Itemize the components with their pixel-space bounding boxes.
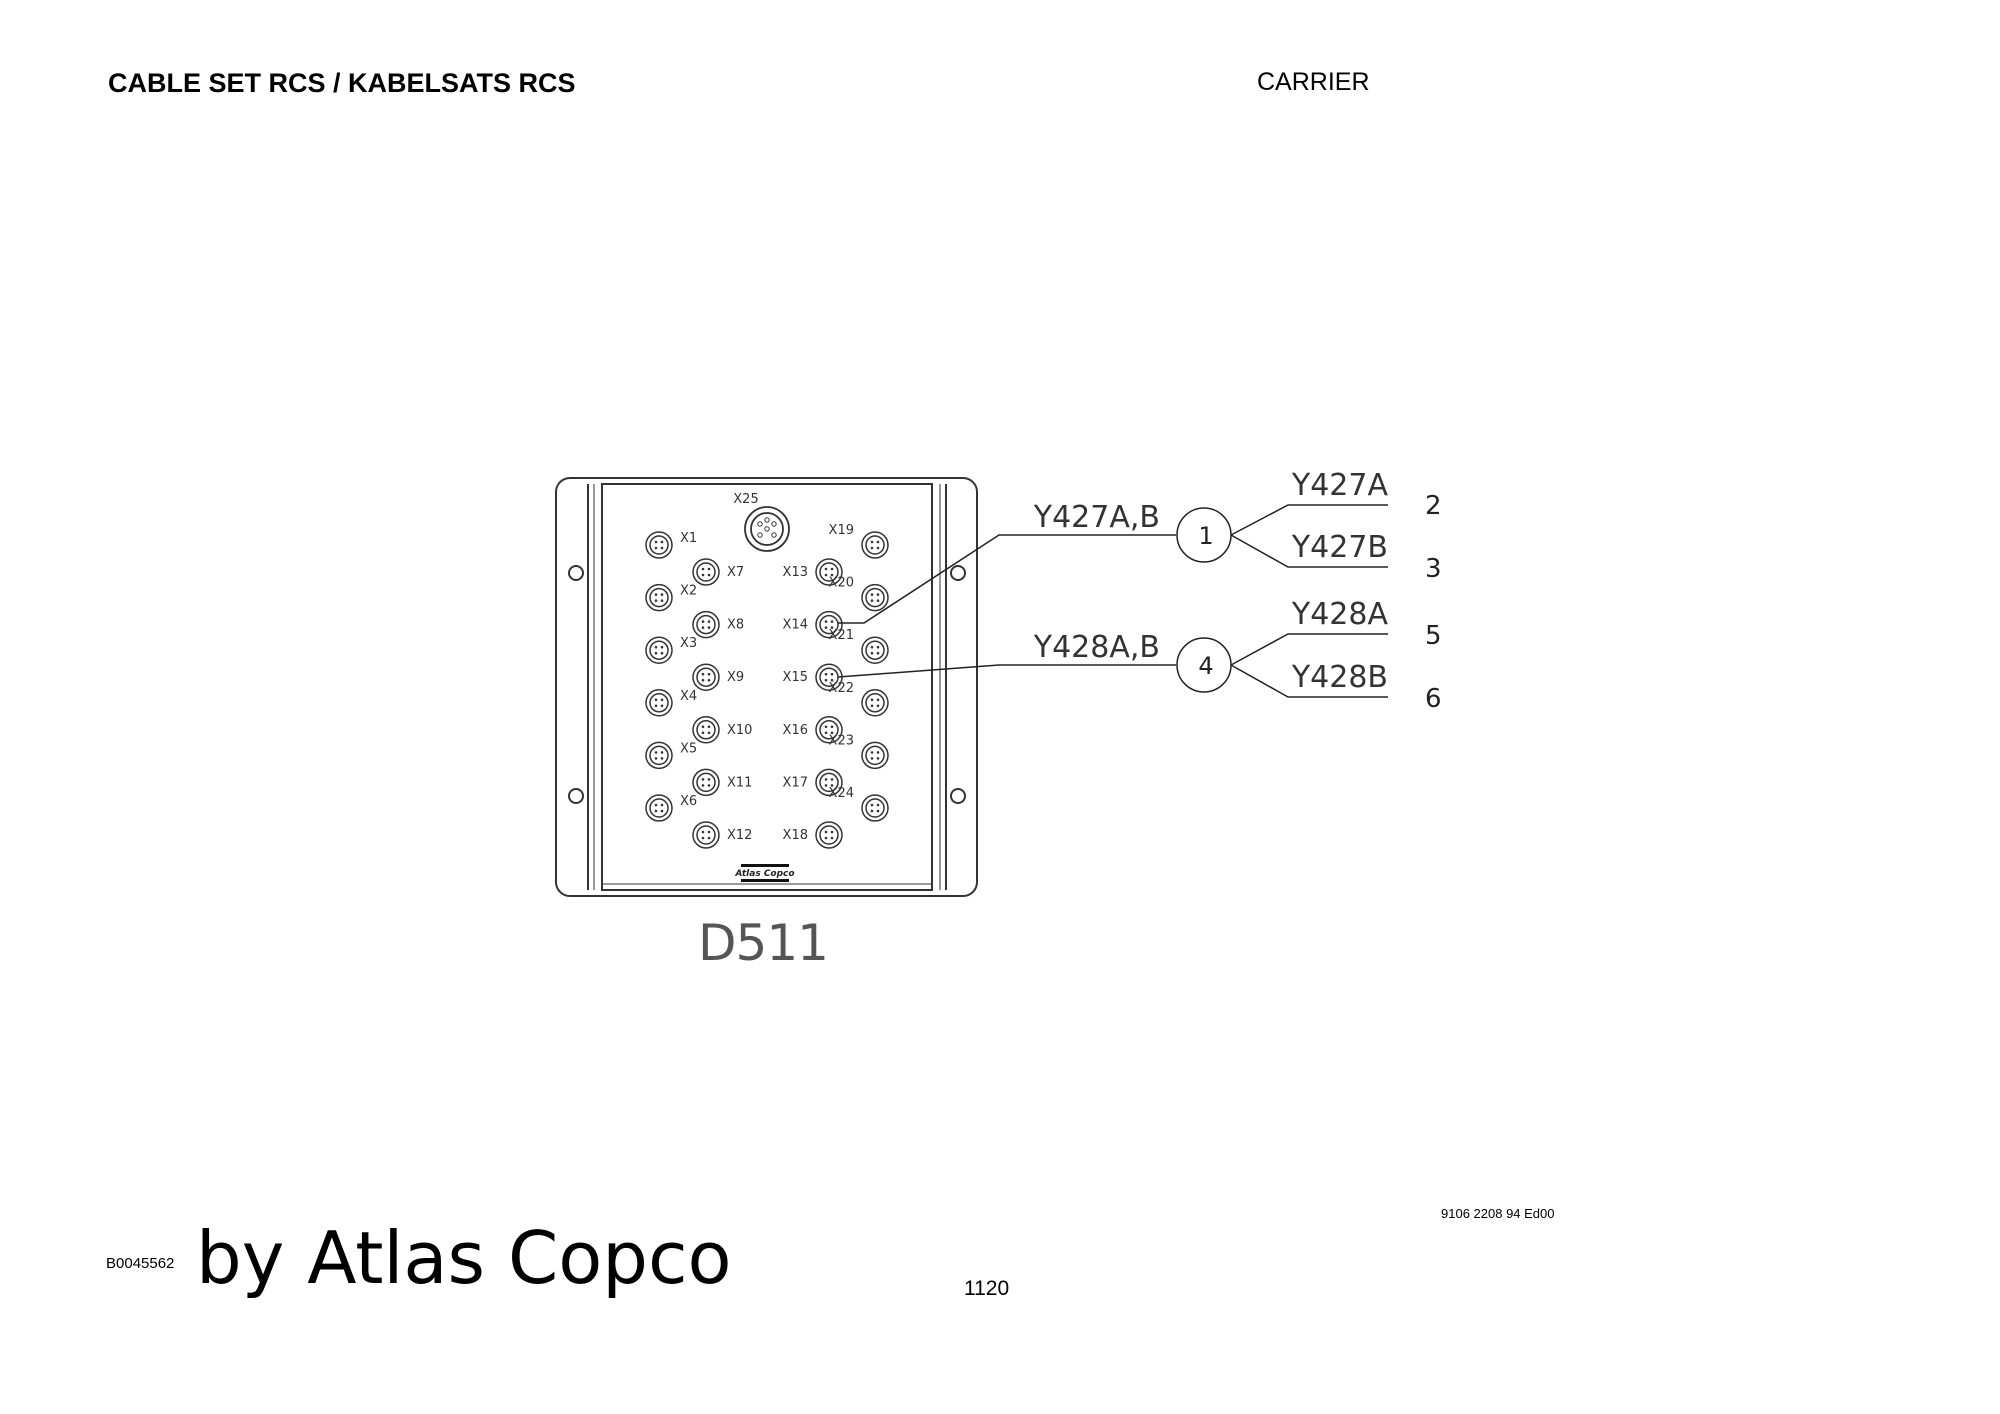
- connector-label: X9: [727, 670, 744, 685]
- connector-label: X18: [783, 828, 808, 843]
- item-number-6: 6: [1425, 684, 1442, 714]
- connector-label: X25: [733, 492, 758, 507]
- connector-x16: X16: [783, 716, 843, 744]
- section-label: CARRIER: [1257, 68, 1370, 96]
- connector-x23: X23: [829, 733, 889, 770]
- connector-x19: X19: [829, 523, 889, 559]
- connector-x11: X11: [692, 768, 752, 797]
- connector-label: X4: [680, 689, 697, 704]
- wiring-group-1: [838, 504, 1388, 624]
- connector-x6: X6: [645, 794, 697, 822]
- connector-label: X20: [829, 576, 854, 591]
- connector-x1: X1: [645, 531, 697, 559]
- connector-label: X15: [783, 670, 808, 685]
- connector-label: X8: [727, 618, 744, 633]
- bundle-label-2: Y428A,B: [1033, 630, 1160, 665]
- connector-x5: X5: [645, 741, 697, 770]
- item-number-2: 2: [1425, 491, 1442, 521]
- connector-label: X2: [680, 584, 697, 599]
- bundle-label-1: Y427A,B: [1033, 500, 1160, 535]
- connector-x7: X7: [692, 558, 744, 586]
- connector-label: X22: [829, 681, 854, 696]
- connector-x8: X8: [692, 610, 744, 639]
- connector-label: X17: [783, 775, 808, 790]
- branch-label-y428b: Y428B: [1291, 660, 1388, 695]
- document-number: 9106 2208 94 Ed00: [1441, 1206, 1555, 1221]
- connector-x14: X14: [783, 610, 843, 639]
- svg-text:Atlas Copco: Atlas Copco: [734, 869, 794, 879]
- drawing-id: B0045562: [106, 1255, 175, 1272]
- wiring-group-2: [837, 633, 1388, 698]
- connector-label: X6: [680, 794, 697, 809]
- connector-label: X24: [829, 786, 854, 801]
- atlas-copco-logo: Atlas Copco: [734, 864, 795, 882]
- connector-x12: X12: [692, 821, 752, 849]
- connector-x18: X18: [783, 821, 843, 849]
- connector-label: X11: [727, 775, 752, 790]
- connector-label: X23: [829, 733, 854, 748]
- page-number: 1120: [964, 1277, 1010, 1300]
- mounting-holes: [568, 565, 966, 804]
- callout-1: 1: [1198, 522, 1213, 550]
- item-number-3: 3: [1425, 554, 1442, 584]
- page-title: CABLE SET RCS / KABELSATS RCS: [108, 68, 576, 98]
- connector-x2: X2: [645, 584, 697, 612]
- connector-label: X21: [829, 628, 854, 643]
- mounting-hole: [950, 788, 966, 804]
- connector-x24: X24: [829, 786, 889, 822]
- branch-label-y427b: Y427B: [1291, 530, 1388, 565]
- connector-label: X16: [783, 723, 808, 738]
- connector-label: X19: [829, 523, 854, 538]
- connector-x15: X15: [783, 663, 843, 691]
- callout-4: 4: [1198, 652, 1213, 680]
- connector-x25: X25: [733, 492, 790, 552]
- connector-label: X10: [727, 723, 752, 738]
- connector-group: X1X2X3X4X5X6X7X8X9X10X11X12X13X14X15X16X…: [645, 492, 889, 849]
- connector-x20: X20: [829, 576, 889, 612]
- connector-label: X13: [783, 565, 808, 580]
- connector-label: X12: [727, 828, 752, 843]
- connector-x9: X9: [692, 663, 744, 691]
- connector-x10: X10: [692, 716, 752, 744]
- item-number-5: 5: [1425, 621, 1442, 651]
- connector-x4: X4: [645, 689, 697, 717]
- connector-x17: X17: [783, 768, 843, 797]
- watermark: by Atlas Copco: [196, 1216, 732, 1300]
- module-label: D511: [698, 914, 828, 972]
- connector-label: X1: [680, 531, 697, 546]
- connector-label: X5: [680, 741, 697, 756]
- module-housing: [555, 477, 978, 897]
- connector-x3: X3: [645, 636, 697, 664]
- connector-label: X14: [783, 618, 808, 633]
- branch-label-y428a: Y428A: [1291, 597, 1389, 632]
- mounting-hole: [568, 565, 584, 581]
- mounting-hole: [568, 788, 584, 804]
- connector-x13: X13: [783, 558, 843, 586]
- connector-label: X3: [680, 636, 697, 651]
- connector-x21: X21: [829, 628, 889, 664]
- connector-x22: X22: [829, 681, 889, 717]
- connector-label: X7: [727, 565, 744, 580]
- mounting-hole: [950, 565, 966, 581]
- branch-label-y427a: Y427A: [1291, 468, 1389, 503]
